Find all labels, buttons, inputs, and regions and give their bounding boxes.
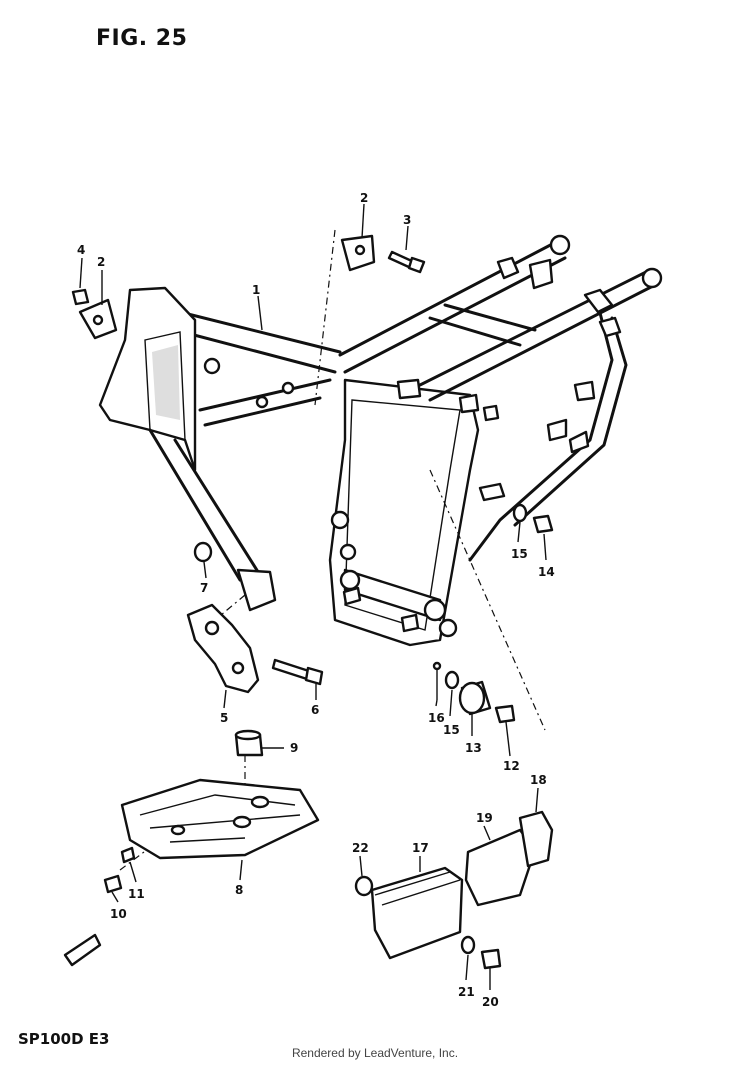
callout-11: 11 (128, 887, 145, 901)
callout-numbers: 1 2 2 3 4 5 6 7 8 9 10 11 12 13 14 15 15… (77, 191, 555, 1009)
front-arrow-icon (63, 933, 102, 967)
callout-8: 8 (235, 883, 243, 897)
part-8-skid-plate (120, 778, 320, 860)
callout-21: 21 (458, 985, 475, 999)
part-7-collar (193, 541, 213, 563)
part-11-clip (120, 846, 136, 864)
part-17-cover (370, 866, 464, 960)
callout-leaders (79, 203, 547, 990)
part-18-cap (518, 810, 554, 868)
part-20-bolt (480, 948, 502, 970)
callout-16: 16 (428, 711, 445, 725)
callout-2-top: 2 (360, 191, 368, 205)
part-4-nut (71, 288, 90, 306)
render-credit: Rendered by LeadVenture, Inc. (291, 1046, 459, 1060)
part-15-washer-upper (512, 503, 528, 523)
callout-14: 14 (538, 565, 555, 579)
callout-15-upper: 15 (511, 547, 528, 561)
part-21-washer (460, 935, 476, 955)
callout-13: 13 (465, 741, 482, 755)
callout-20: 20 (482, 995, 499, 1009)
callout-9: 9 (290, 741, 298, 755)
part-14-bolt (532, 514, 554, 534)
model-code: SP100D E3 (18, 1030, 110, 1048)
part-12-bolt (494, 704, 516, 724)
callout-6: 6 (311, 703, 319, 717)
callout-19: 19 (476, 811, 493, 825)
callout-5: 5 (220, 711, 228, 725)
part-15-washer-lower (444, 670, 460, 690)
main-frame (98, 234, 663, 647)
part-5-engine-bracket (186, 603, 260, 694)
callout-3: 3 (403, 213, 411, 227)
callout-4: 4 (77, 243, 85, 257)
callout-18: 18 (530, 773, 547, 787)
callout-15-lower: 15 (443, 723, 460, 737)
part-19-cover (464, 828, 537, 907)
callout-1: 1 (252, 283, 260, 297)
part-22-nut (354, 875, 374, 897)
callout-22: 22 (352, 841, 369, 855)
callout-10: 10 (110, 907, 127, 921)
callout-17: 17 (412, 841, 429, 855)
callout-7: 7 (200, 581, 208, 595)
part-10-bolt (103, 874, 123, 894)
callout-12: 12 (503, 759, 520, 773)
figure-title: FIG. 25 (96, 26, 188, 51)
callout-2-left: 2 (97, 255, 105, 269)
